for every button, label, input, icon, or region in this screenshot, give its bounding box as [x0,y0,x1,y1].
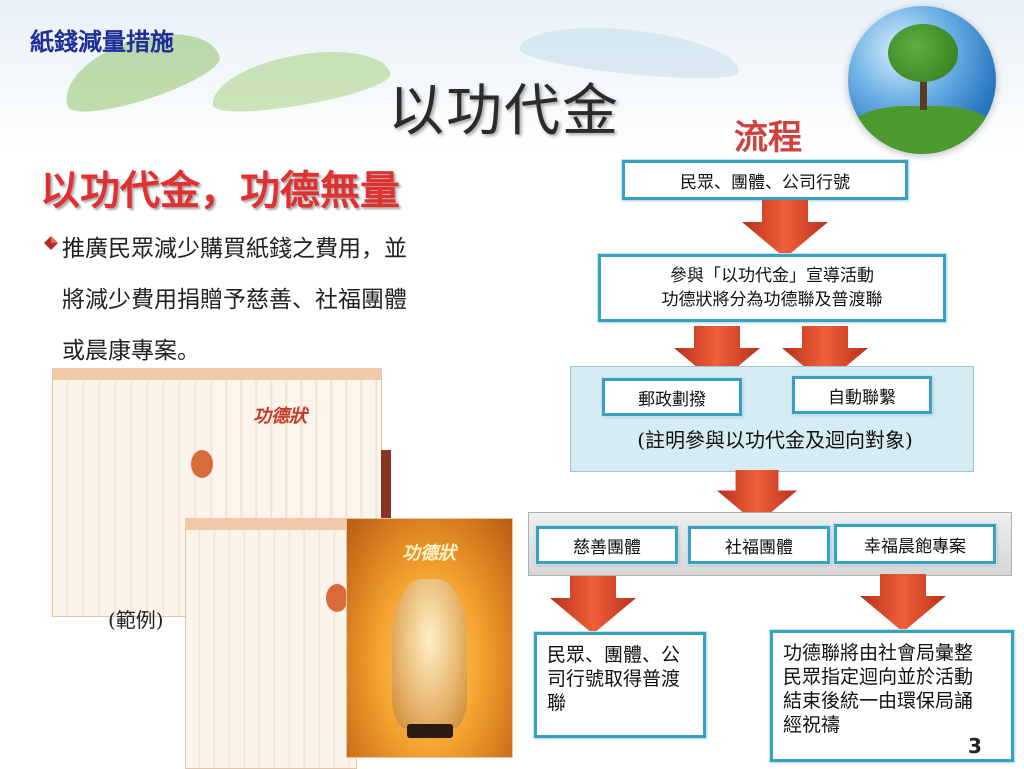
result-merit-copy: 功德聯將由社會局彙整民眾指定迴向並於活動結束後統一由環保局誦經祝禱 [770,630,1014,762]
flow-title: 流程 [734,118,802,158]
down-arrow-icon [742,200,828,258]
recipient-breakfast-project: 幸福晨飽專案 [834,524,996,564]
page-title: 以功代金 [388,79,620,144]
slogan-heading: 以功代金，功德無量 [40,167,400,214]
badge-icon [191,450,213,478]
down-arrow-icon [550,576,636,634]
golden-certificate-image: 功德狀 [346,518,513,758]
flow-step-participate-line2: 功德狀將分為功德聯及普渡聯 [661,290,883,310]
recipient-charity: 慈善團體 [536,526,678,564]
certificate-label [407,724,453,738]
options-note: (註明參與以功代金及迴向對象) [637,428,913,452]
flow-step-public: 民眾、團體、公司行號 [622,160,908,200]
leaf-decoration [207,39,393,121]
down-arrow-icon [860,574,946,632]
result-public-copy: 民眾、團體、公司行號取得普渡聯 [534,632,706,738]
section-title: 紙錢減量措施 [30,28,174,56]
buddha-figure-icon [392,579,467,729]
option-auto-contact: 自動聯繫 [792,376,932,414]
certificate-gold-text: 功德狀 [402,543,456,564]
recipient-social-welfare: 社福團體 [688,526,830,564]
diamond-bullet-icon [44,236,58,250]
page-number: 3 [968,734,982,758]
option-postal-transfer: 郵政劃撥 [602,378,742,416]
down-arrow-icon [716,470,798,525]
globe-tree-icon [848,6,996,154]
flow-step-participate: 參與「以功代金」宣導活動 功德狀將分為功德聯及普渡聯 [598,254,946,322]
down-arrow-icon [782,326,868,384]
example-caption: (範例) [108,608,164,632]
badge-icon [326,584,348,612]
down-arrow-icon [674,326,760,384]
bullet-text: 推廣民眾減少購買紙錢之費用，並將減少費用捐贈予慈善、社福團體或晨康專案。 [62,236,407,364]
flow-step-participate-line1: 參與「以功代金」宣導活動 [670,266,874,286]
certificate-seal-text: 功德狀 [253,406,307,427]
certificate-example-image [185,518,357,769]
